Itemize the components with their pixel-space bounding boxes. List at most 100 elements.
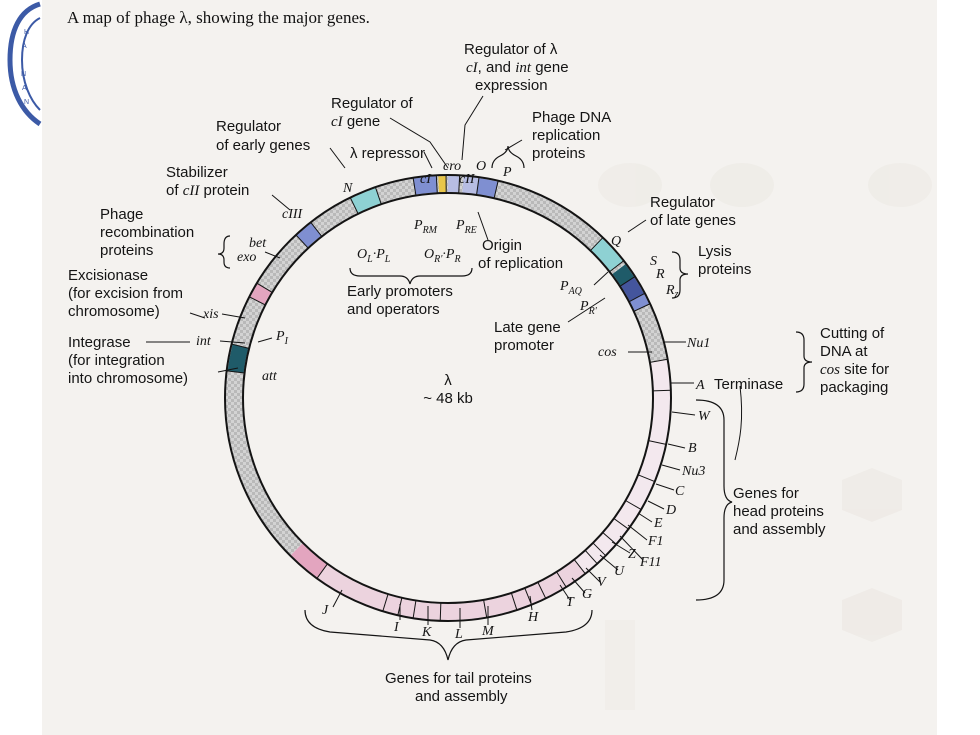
brace-recombination (217, 235, 231, 269)
seg-tail-gap (291, 543, 327, 578)
center-size: ~ 48 kb (423, 390, 473, 407)
leader-origin (477, 211, 489, 241)
ring-outer-edge (224, 174, 672, 622)
leader-nu3 (661, 464, 681, 471)
gene-boundary-16 (231, 343, 250, 349)
gene-i: I (393, 620, 400, 635)
leader-terminase (734, 385, 743, 461)
label-cutting-3: cos site for (820, 361, 889, 378)
gene-boundary-33 (483, 599, 488, 618)
seg-p (476, 178, 498, 198)
gene-a: A (695, 378, 705, 393)
leader-b (667, 443, 686, 449)
gene-l: L (454, 627, 463, 642)
gene-boundary-26 (592, 542, 607, 557)
gene-boundary-19 (649, 358, 668, 363)
seg-cro (438, 176, 447, 193)
leader-regulator-lambda (461, 95, 484, 161)
brace-lysis (671, 251, 689, 299)
leader-h (529, 595, 533, 611)
gene-boundary-8 (476, 177, 480, 196)
label-phage-dna-1: Phage DNA (532, 109, 611, 126)
gene-int: int (196, 334, 212, 349)
seg-head (574, 390, 670, 573)
promoter-pre: PRE (455, 218, 477, 236)
label-tail-2: and assembly (415, 688, 508, 705)
brace-tail (304, 609, 593, 661)
leader-regulator-early (329, 147, 346, 169)
leader-f1 (627, 524, 648, 541)
gene-boundary-32 (510, 592, 518, 611)
gene-att: att (262, 369, 278, 384)
braces (217, 145, 813, 661)
label-stabilizer-1: Stabilizer (166, 164, 228, 181)
label-cutting-1: Cutting of (820, 325, 885, 342)
university-logo-icon: H A I N A N (7, 1, 42, 127)
leader-u (599, 554, 619, 571)
gene-boundary-28 (573, 559, 586, 575)
seg-int (227, 344, 249, 373)
seg-tail-h-i (383, 594, 487, 620)
gene-boundary-15 (226, 370, 245, 374)
gene-boundary-37 (382, 593, 389, 612)
leader-f11 (619, 535, 644, 561)
label-regulator-early-2: of early genes (216, 137, 310, 154)
gene-boundary-20 (652, 389, 671, 392)
gene-z: Z (628, 547, 636, 562)
gene-boundary-34 (439, 602, 442, 621)
label-early-promoters-2: and operators (347, 301, 440, 318)
label-phage-dna-3: proteins (532, 145, 585, 162)
gene-bet: bet (249, 236, 267, 251)
gene-boundary-13 (628, 292, 646, 303)
label-regulator-ci-2: cI gene (331, 113, 380, 130)
leader-att (217, 367, 239, 373)
label-integrase-2: (for integration (68, 352, 165, 369)
gene-labels: N cIII cI cro cII O P bet exo xis int at… (196, 159, 711, 642)
label-excisionase-3: chromosome) (68, 303, 160, 320)
gene-j: J (322, 603, 329, 618)
leader-d (647, 500, 665, 510)
label-regulator-lambda-2: cI, and int gene (466, 59, 569, 76)
gene-segments (227, 176, 670, 620)
promoter-pi: PI (275, 329, 289, 347)
leader-reg-late (627, 219, 647, 233)
gene-boundary-3 (374, 186, 382, 205)
leader-e (637, 512, 653, 523)
gene-rz: Rz (665, 283, 679, 300)
seg-tail-j (317, 564, 388, 611)
gene-o: O (476, 159, 486, 174)
leader-t (559, 584, 571, 601)
background-bleed-through (598, 163, 932, 710)
leader-c (655, 483, 675, 491)
label-integrase-3: into chromosome) (68, 370, 188, 387)
label-regulator-late-2: of late genes (650, 212, 736, 229)
gene-boundary-18 (256, 282, 273, 293)
figure-title: A map of phage λ, showing the major gene… (67, 8, 370, 27)
label-cutting-4: packaging (820, 379, 888, 396)
gene-boundary-0 (295, 234, 309, 249)
svg-text:H: H (24, 29, 29, 36)
gene-boundary-22 (637, 474, 655, 483)
gene-boundary-29 (556, 571, 567, 588)
leader-excisionase (189, 312, 206, 319)
svg-text:A: A (22, 85, 27, 92)
gene-ciii: cIII (282, 207, 304, 222)
logo-strip: H A I N A N (0, 0, 42, 128)
genome-ring (224, 174, 672, 622)
gene-boundary-38 (316, 563, 328, 579)
promoter-prm: PRM (413, 218, 438, 236)
gene-cos: cos (598, 345, 617, 360)
gene-boundary-30 (537, 582, 547, 599)
gene-u: U (614, 564, 625, 579)
seg-r (620, 277, 645, 302)
label-regulator-early-1: Regulator (216, 118, 281, 135)
leader-j (332, 589, 343, 608)
label-head-1: Genes for (733, 485, 799, 502)
gene-boundary-12 (619, 276, 636, 287)
label-excisionase-2: (for excision from (68, 285, 183, 302)
gene-boundaries (226, 175, 671, 621)
label-regulator-late-1: Regulator (650, 194, 715, 211)
leader-w (671, 411, 696, 416)
label-origin-1: Origin (482, 237, 522, 254)
label-tail-1: Genes for tail proteins (385, 670, 532, 687)
